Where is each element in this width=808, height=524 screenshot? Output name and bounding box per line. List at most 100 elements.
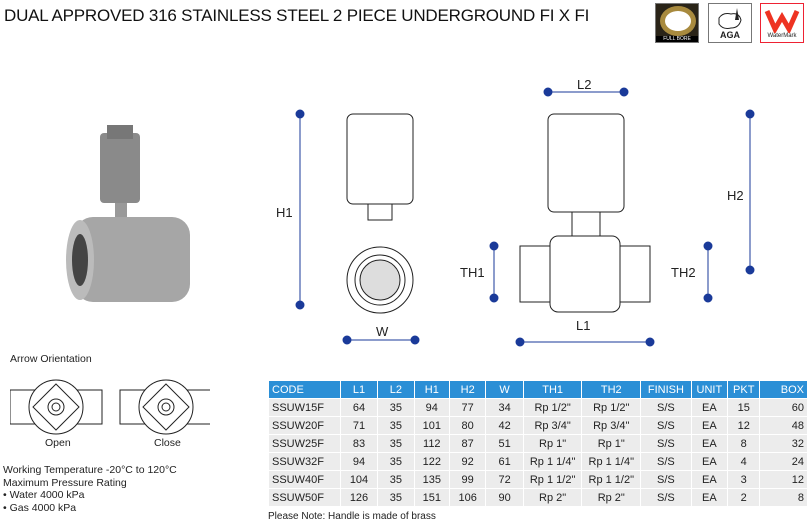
- table-cell: Rp 1 1/4": [582, 453, 641, 470]
- table-cell: S/S: [641, 453, 691, 470]
- w-label: W: [376, 324, 389, 339]
- table-cell: Rp 1 1/4": [523, 453, 582, 470]
- table-cell: 64: [340, 399, 378, 416]
- table-cell: EA: [691, 417, 728, 434]
- table-cell: S/S: [641, 489, 691, 506]
- table-cell: 77: [449, 399, 486, 416]
- table-cell: Rp 1/2": [523, 399, 582, 416]
- table-cell: 35: [378, 435, 414, 452]
- table-cell: 35: [378, 399, 414, 416]
- table-cell: Rp 1/2": [582, 399, 641, 416]
- table-cell: 12: [760, 471, 807, 488]
- table-cell: EA: [691, 471, 728, 488]
- column-header: CODE: [269, 381, 340, 398]
- table-cell: 87: [449, 435, 486, 452]
- table-cell: 83: [340, 435, 378, 452]
- table-cell: 94: [414, 399, 449, 416]
- table-cell: Rp 1 1/2": [582, 471, 641, 488]
- table-cell: 106: [449, 489, 486, 506]
- table-cell: 8: [728, 435, 760, 452]
- column-header: L1: [340, 381, 378, 398]
- column-header: W: [486, 381, 523, 398]
- table-cell: 60: [760, 399, 807, 416]
- table-cell: 90: [486, 489, 523, 506]
- column-header: PKT: [728, 381, 760, 398]
- table-cell: 15: [728, 399, 760, 416]
- h2-label: H2: [727, 188, 744, 203]
- table-cell: 94: [340, 453, 378, 470]
- close-label: Close: [154, 437, 181, 449]
- table-cell: 112: [414, 435, 449, 452]
- handle-note: Please Note: Handle is made of brass: [268, 511, 436, 522]
- table-cell: 92: [449, 453, 486, 470]
- table-cell: EA: [691, 435, 728, 452]
- table-cell: 71: [340, 417, 378, 434]
- table-cell: 80: [449, 417, 486, 434]
- th1-label: TH1: [460, 265, 485, 280]
- table-cell: 35: [378, 453, 414, 470]
- table-cell: Rp 2": [523, 489, 582, 506]
- table-cell: 151: [414, 489, 449, 506]
- table-cell: SSUW25F: [269, 435, 340, 452]
- table-cell: 35: [378, 417, 414, 434]
- pressure-heading: Maximum Pressure Rating: [3, 476, 127, 489]
- table-cell: 35: [378, 489, 414, 506]
- column-header: UNIT: [691, 381, 728, 398]
- table-cell: S/S: [641, 399, 691, 416]
- column-header: H1: [414, 381, 449, 398]
- table-cell: 48: [760, 417, 807, 434]
- th2-label: TH2: [671, 265, 696, 280]
- table-cell: 3: [728, 471, 760, 488]
- table-cell: 2: [728, 489, 760, 506]
- valve-product-photo: [66, 125, 190, 302]
- table-cell: Rp 1": [582, 435, 641, 452]
- column-header: H2: [449, 381, 486, 398]
- table-cell: Rp 3/4": [523, 417, 582, 434]
- table-cell: 24: [760, 453, 807, 470]
- column-header: TH2: [582, 381, 641, 398]
- table-cell: 61: [486, 453, 523, 470]
- table-cell: 12: [728, 417, 760, 434]
- watermark-w-icon: [764, 9, 800, 33]
- fullbore-logo: FULL BORE: [655, 3, 699, 43]
- page-title: DUAL APPROVED 316 STAINLESS STEEL 2 PIEC…: [4, 6, 590, 25]
- table-cell: 51: [486, 435, 523, 452]
- table-cell: S/S: [641, 417, 691, 434]
- table-cell: 99: [449, 471, 486, 488]
- table-cell: 34: [486, 399, 523, 416]
- table-cell: SSUW32F: [269, 453, 340, 470]
- l1-label: L1: [576, 318, 591, 333]
- table-cell: Rp 3/4": [582, 417, 641, 434]
- table-cell: 101: [414, 417, 449, 434]
- table-cell: SSUW50F: [269, 489, 340, 506]
- table-cell: 4: [728, 453, 760, 470]
- table-cell: Rp 1 1/2": [523, 471, 582, 488]
- gas-pressure: • Gas 4000 kPa: [3, 501, 77, 514]
- table-cell: 35: [378, 471, 414, 488]
- table-cell: EA: [691, 453, 728, 470]
- table-cell: 42: [486, 417, 523, 434]
- column-header: BOX: [760, 381, 807, 398]
- table-cell: EA: [691, 399, 728, 416]
- table-cell: Rp 2": [582, 489, 641, 506]
- l2-label: L2: [577, 77, 592, 92]
- side-view-drawing: [295, 109, 420, 345]
- table-cell: EA: [691, 489, 728, 506]
- arrow-orientation-heading: Arrow Orientation: [10, 353, 92, 365]
- table-cell: 126: [340, 489, 378, 506]
- watermark-logo: WaterMark: [760, 3, 804, 43]
- table-cell: 32: [760, 435, 807, 452]
- column-header: TH1: [523, 381, 582, 398]
- h1-label: H1: [276, 205, 293, 220]
- aga-logo: AGA: [708, 3, 752, 43]
- column-header: FINISH: [641, 381, 691, 398]
- table-cell: S/S: [641, 471, 691, 488]
- working-temperature: Working Temperature -20°C to 120°C: [3, 464, 177, 476]
